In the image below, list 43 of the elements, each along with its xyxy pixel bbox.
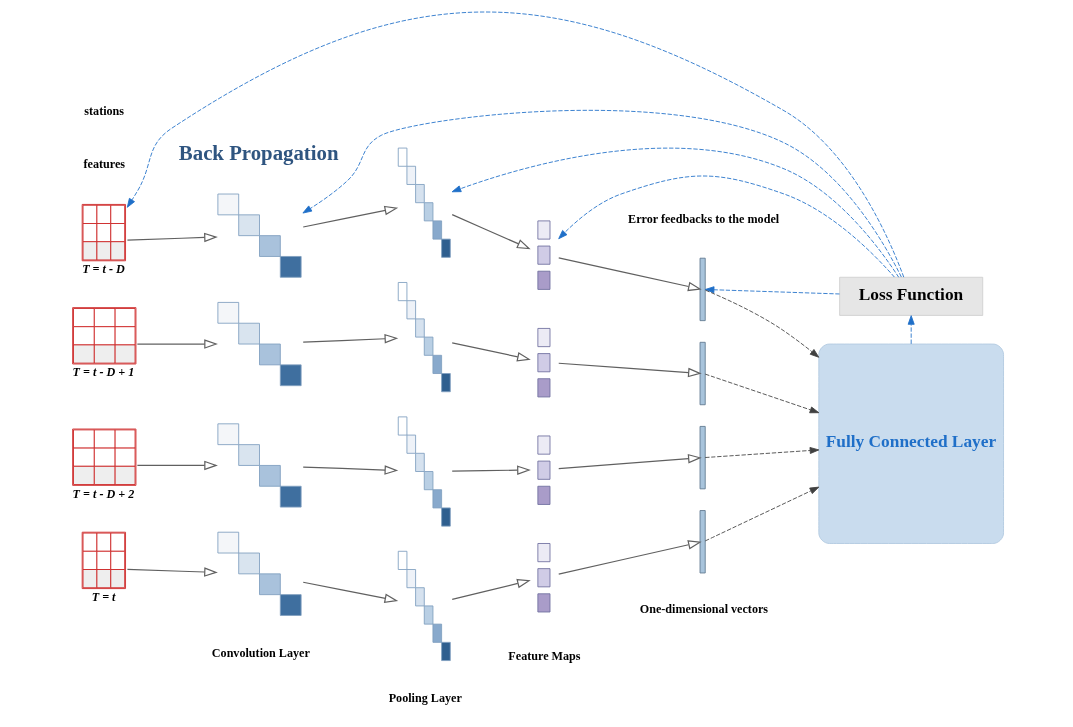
- arrow: [704, 286, 840, 295]
- arrow: [302, 465, 398, 475]
- arrow: [557, 257, 702, 292]
- arrow: [451, 214, 531, 250]
- arrow: [557, 453, 702, 470]
- node-bar: [699, 510, 706, 574]
- arrow: [557, 540, 702, 575]
- node-bar: [699, 426, 706, 490]
- label: Pooling Layer: [388, 690, 462, 705]
- arrow: [302, 333, 398, 344]
- label: Feature Maps: [507, 649, 581, 664]
- arrow: [704, 373, 819, 414]
- label: Error feedbacks to the model: [627, 212, 779, 227]
- arrow: [136, 460, 218, 471]
- arrow: [451, 465, 531, 475]
- arrow: [451, 342, 531, 362]
- arrow: [126, 567, 218, 577]
- label: features: [82, 156, 125, 171]
- arrow: [302, 109, 902, 278]
- label: One-dimensional vectors: [639, 601, 768, 616]
- arrow: [451, 147, 899, 278]
- arrow: [557, 362, 702, 378]
- node-label: T = t - D + 1: [72, 365, 134, 380]
- arrow: [451, 578, 531, 600]
- node-label: T = t - D: [81, 262, 125, 277]
- arrow: [302, 205, 398, 228]
- arrow: [704, 289, 819, 358]
- arrow: [302, 581, 398, 604]
- label: Back Propagation: [178, 140, 339, 165]
- label: Convolution Layer: [211, 645, 310, 660]
- node-label: T = t: [91, 589, 115, 604]
- node-label: T = t - D + 2: [72, 486, 134, 501]
- node-box: Loss Function: [838, 276, 983, 316]
- node-box: Fully Connected Layer: [817, 343, 1004, 544]
- node-bar: [699, 341, 706, 406]
- arrow: [704, 486, 819, 542]
- label: stations: [83, 103, 124, 118]
- arrow: [907, 315, 915, 345]
- arrow: [126, 232, 218, 243]
- arrow: [704, 447, 819, 458]
- arrow: [136, 339, 218, 349]
- arrow: [557, 175, 895, 278]
- node-bar: [699, 257, 706, 322]
